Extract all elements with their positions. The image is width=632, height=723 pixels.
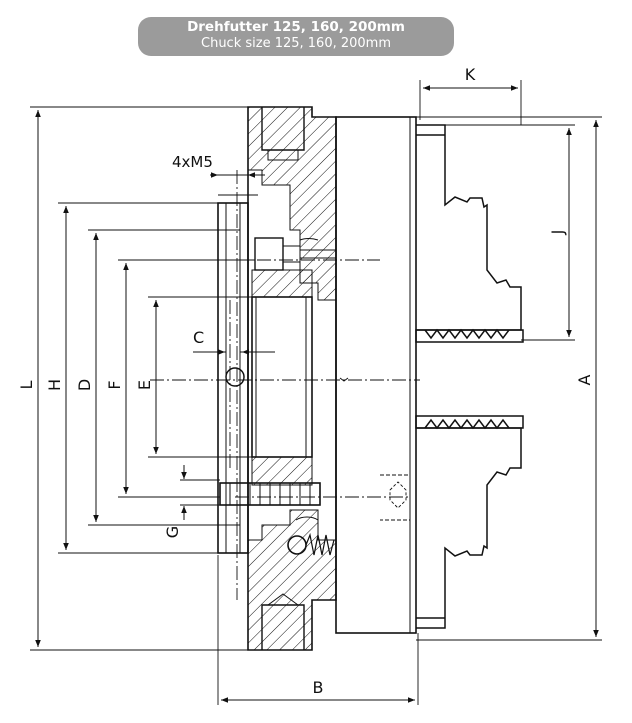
- label-F: F: [105, 380, 124, 389]
- chuck-body-front: [335, 116, 417, 634]
- title-banner: Drehfutter 125, 160, 200mm Chuck size 12…: [138, 17, 454, 56]
- label-B: B: [313, 678, 324, 697]
- dimension-lines: [35, 85, 599, 703]
- label-E: E: [135, 380, 154, 390]
- label-K: K: [465, 65, 476, 84]
- mounting-flange: [217, 202, 249, 554]
- dimension-labels: L H D F E C G B A J K 4xM5: [17, 65, 594, 697]
- label-C: C: [193, 328, 204, 347]
- label-thread-4xM5: 4xM5: [172, 153, 213, 171]
- title-english: Chuck size 125, 160, 200mm: [201, 36, 391, 51]
- detent-spring: [305, 532, 335, 556]
- center-bore-circle: [225, 367, 245, 387]
- label-J: J: [548, 230, 567, 236]
- extension-lines: [30, 80, 602, 705]
- label-A: A: [575, 374, 594, 385]
- label-H: H: [45, 379, 64, 391]
- upper-jaw: [415, 124, 524, 343]
- title-german: Drehfutter 125, 160, 200mm: [187, 19, 405, 35]
- label-G: G: [163, 526, 182, 538]
- label-D: D: [75, 379, 94, 391]
- label-L: L: [17, 380, 36, 389]
- lower-jaw: [415, 415, 524, 629]
